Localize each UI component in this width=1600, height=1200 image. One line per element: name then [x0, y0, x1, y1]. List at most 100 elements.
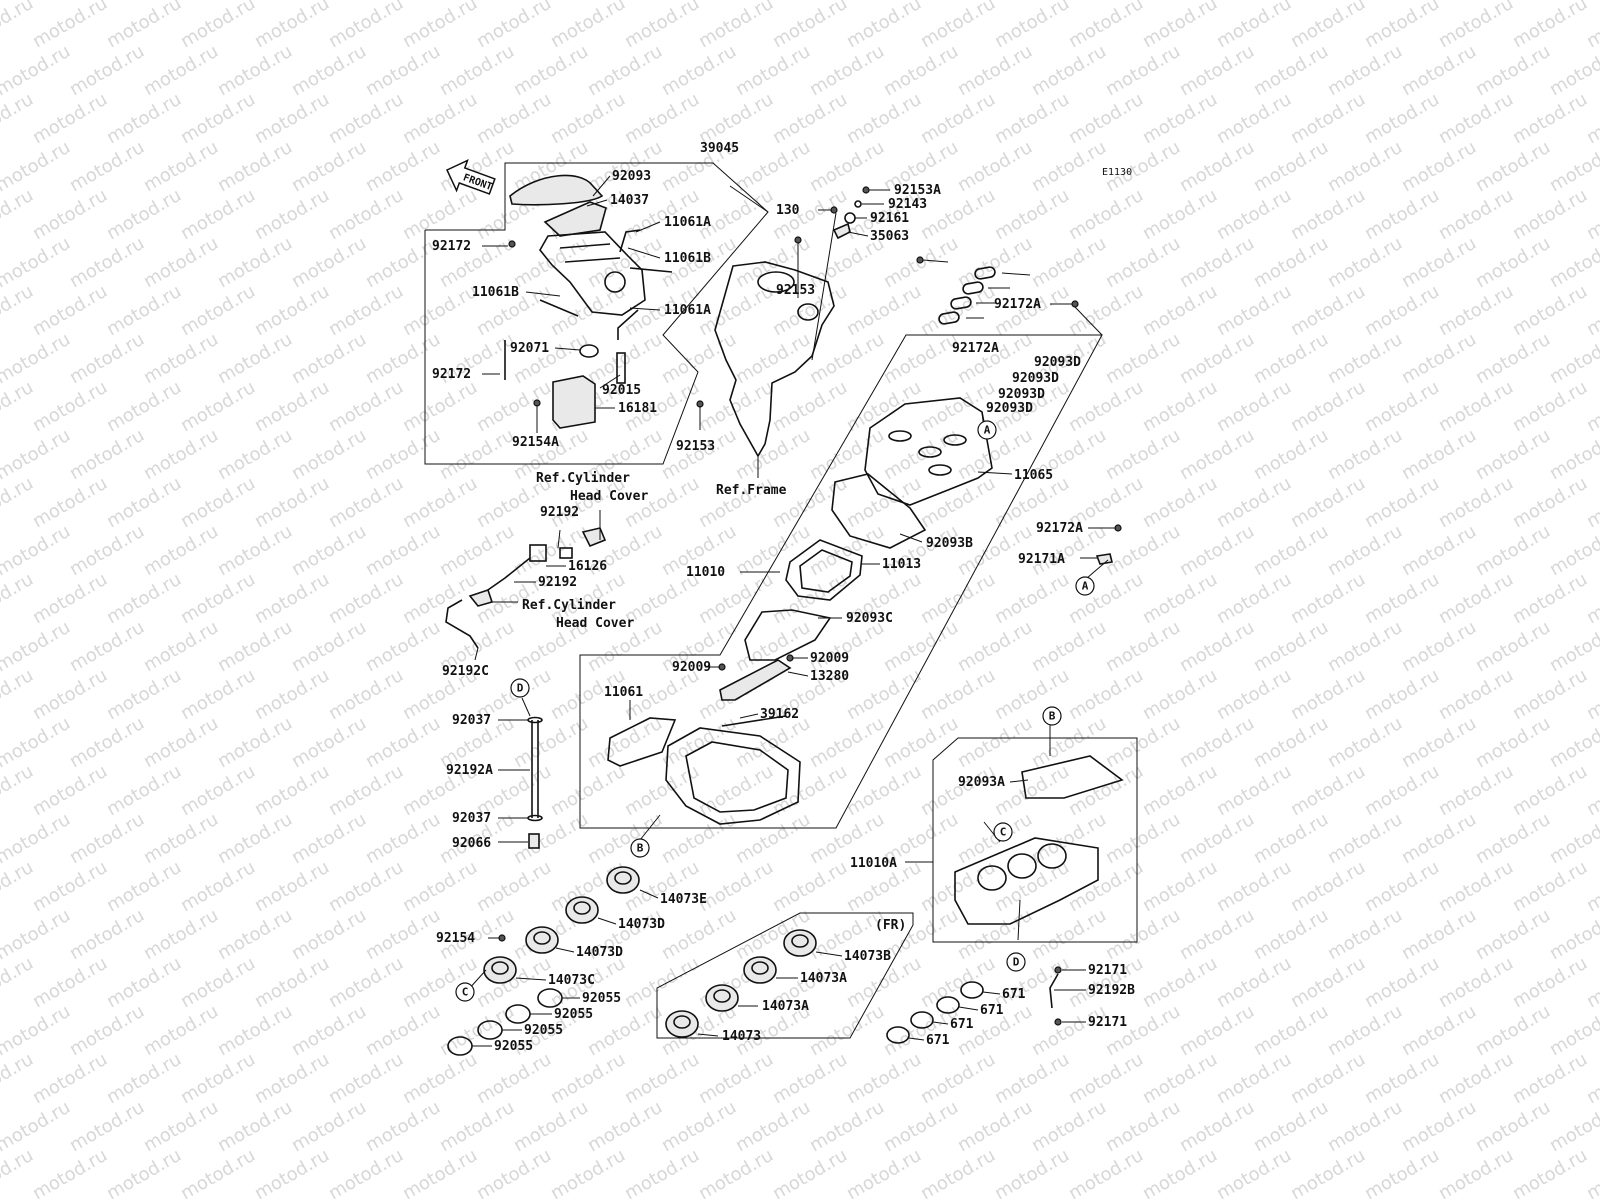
part-head-cover-fitting: [581, 527, 607, 548]
watermark-text: motod.ru: [103, 0, 185, 52]
watermark-text: motod.ru: [362, 617, 444, 676]
watermark-text: motod.ru: [399, 953, 481, 1012]
part-label: 92093D: [1012, 371, 1059, 386]
watermark-text: motod.ru: [1472, 521, 1554, 580]
watermark-text: motod.ru: [1509, 89, 1591, 148]
watermark-text: motod.ru: [1435, 473, 1517, 532]
callout-a-2: A: [1075, 576, 1095, 596]
watermark-text: motod.ru: [29, 185, 111, 244]
part-92093B-gasket: [831, 473, 927, 549]
callout-a-2-label: A: [1082, 580, 1089, 593]
watermark-text: motod.ru: [325, 185, 407, 244]
watermark-text: motod.ru: [1176, 425, 1258, 484]
part-label: 39045: [700, 141, 739, 156]
watermark-text: motod.ru: [1250, 233, 1332, 292]
part-11010A-bore: [977, 865, 1007, 891]
watermark-text: motod.ru: [1435, 1049, 1517, 1108]
part-92192-hose: [484, 557, 531, 593]
part-14073-funnel-inner: [673, 1015, 691, 1029]
watermark-text: motod.ru: [954, 137, 1036, 196]
watermark-text: motod.ru: [621, 1049, 703, 1108]
watermark-text: motod.ru: [917, 281, 999, 340]
part-label: 92172A: [952, 341, 999, 356]
watermark-text: motod.ru: [399, 473, 481, 532]
watermark-text: motod.ru: [0, 0, 37, 52]
ref-cylinder-head-2b: Head Cover: [556, 616, 634, 631]
part-11065-top-cover: [864, 397, 993, 506]
watermark-text: motod.ru: [29, 953, 111, 1012]
watermark-text: motod.ru: [29, 761, 111, 820]
watermark-text: motod.ru: [1139, 89, 1221, 148]
part-14073D-funnel: [525, 926, 559, 954]
watermark-text: motod.ru: [251, 281, 333, 340]
watermark-text: motod.ru: [1139, 953, 1221, 1012]
watermark-text: motod.ru: [1102, 1097, 1184, 1156]
part-label: 92192B: [1088, 983, 1135, 998]
watermark-text: motod.ru: [658, 329, 740, 388]
watermark-text: motod.ru: [214, 905, 296, 964]
part-label: 92055: [524, 1023, 563, 1038]
watermark-text: motod.ru: [1472, 329, 1554, 388]
watermark-text: motod.ru: [695, 857, 777, 916]
watermark-text: motod.ru: [1472, 425, 1554, 484]
watermark-text: motod.ru: [658, 41, 740, 100]
part-label: 671: [926, 1033, 950, 1048]
watermark-text: motod.ru: [1287, 761, 1369, 820]
watermark-text: motod.ru: [214, 1097, 296, 1156]
watermark-text: motod.ru: [1435, 857, 1517, 916]
watermark-text: motod.ru: [103, 761, 185, 820]
part-14073E-funnel-inner: [614, 871, 632, 885]
watermark-text: motod.ru: [325, 953, 407, 1012]
section-box-upper: [424, 162, 769, 465]
watermark-text: motod.ru: [66, 41, 148, 100]
part-frame-duct: [714, 261, 835, 458]
section-box-fr-funnels: [656, 912, 914, 1039]
watermark-text: motod.ru: [140, 713, 222, 772]
watermark-text: motod.ru: [66, 713, 148, 772]
watermark-text: motod.ru: [1472, 617, 1554, 676]
watermark-text: motod.ru: [251, 1145, 333, 1200]
part-92192C-hose: [445, 599, 479, 649]
part-92153A-bolt: [862, 186, 870, 194]
watermark-text: motod.ru: [325, 857, 407, 916]
part-11061B-line: [629, 267, 673, 273]
watermark-text: motod.ru: [843, 377, 925, 436]
part-92192-hose: [559, 547, 573, 559]
part-14073A-funnel: [705, 984, 739, 1012]
watermark-text: motod.ru: [695, 89, 777, 148]
part-label: 14073D: [618, 917, 665, 932]
part-label: 92009: [810, 651, 849, 666]
watermark-text: motod.ru: [917, 0, 999, 52]
part-14073C-funnel: [483, 956, 517, 984]
watermark-text: motod.ru: [140, 137, 222, 196]
watermark-text: motod.ru: [547, 0, 629, 52]
watermark-text: motod.ru: [732, 329, 814, 388]
watermark-text: motod.ru: [1398, 1097, 1480, 1156]
watermark-text: motod.ru: [1139, 857, 1221, 916]
watermark-text: motod.ru: [1028, 1097, 1110, 1156]
watermark-text: motod.ru: [806, 1097, 888, 1156]
watermark-text: motod.ru: [732, 41, 814, 100]
watermark-text: motod.ru: [1213, 0, 1295, 52]
watermark-text: motod.ru: [1509, 953, 1591, 1012]
watermark-text: motod.ru: [1287, 1049, 1369, 1108]
watermark-text: motod.ru: [1176, 809, 1258, 868]
watermark-text: motod.ru: [362, 905, 444, 964]
watermark-text: motod.ru: [1287, 569, 1369, 628]
watermark-text: motod.ru: [1065, 761, 1147, 820]
part-label: 11065: [1014, 468, 1053, 483]
watermark-text: motod.ru: [177, 1049, 259, 1108]
part-label: 92066: [452, 836, 491, 851]
part-92171-clamp: [1054, 966, 1062, 974]
part-labels: 39045 92093 14037 11061A 11061B 92172 11…: [432, 141, 1135, 1054]
part-label: 92071: [510, 341, 549, 356]
watermark-text: motod.ru: [66, 233, 148, 292]
watermark-text: motod.ru: [658, 905, 740, 964]
watermark-text: motod.ru: [621, 761, 703, 820]
watermark-text: motod.ru: [66, 1001, 148, 1060]
watermark-text: motod.ru: [1435, 761, 1517, 820]
watermark-text: motod.ru: [806, 137, 888, 196]
watermark-text: motod.ru: [1398, 137, 1480, 196]
part-14073-funnel: [665, 1010, 699, 1038]
watermark-text: motod.ru: [140, 41, 222, 100]
